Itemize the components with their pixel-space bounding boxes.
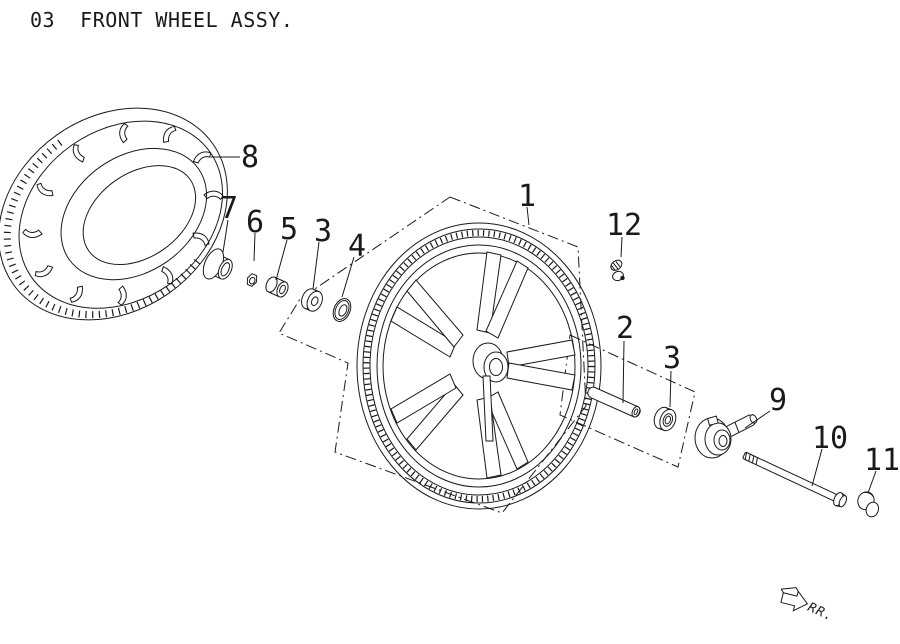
- axle-cap-nut: [857, 491, 880, 518]
- leader-9: [744, 410, 771, 429]
- leader-1: [526, 206, 530, 226]
- side-washer-left: [301, 288, 323, 312]
- bushing: [265, 276, 289, 298]
- callout-3-right: 3: [663, 341, 681, 376]
- callout-11: 11: [864, 443, 900, 478]
- leader-2: [622, 340, 625, 404]
- direction-marker-label: RR.: [805, 600, 835, 624]
- leader-7: [222, 219, 229, 253]
- axle-spacer-tube: [587, 386, 641, 418]
- leader-11: [867, 470, 877, 494]
- leader-3-right: [669, 370, 672, 408]
- callout-2: 2: [616, 311, 634, 346]
- valve-threads: [610, 260, 621, 271]
- callout-4: 4: [348, 229, 366, 264]
- callout-7: 7: [220, 191, 238, 226]
- callout-leaders: [211, 156, 877, 494]
- leader-6: [253, 232, 256, 262]
- front-axle-bolt: [742, 451, 848, 508]
- leader-12: [620, 236, 623, 258]
- leader-4: [341, 256, 355, 298]
- wheel-hub: [472, 342, 509, 442]
- callout-10: 10: [812, 421, 848, 456]
- callout-1: 1: [518, 179, 536, 214]
- callout-9: 9: [769, 383, 787, 418]
- hub-stem: [482, 375, 494, 442]
- callout-8: 8: [241, 140, 259, 175]
- rim-hatch: [363, 230, 595, 502]
- spacer-bounding-box: [559, 334, 696, 468]
- axle-collar: [202, 248, 233, 280]
- hex-nut: [246, 273, 258, 287]
- leader-5: [275, 239, 288, 281]
- tire: [0, 107, 228, 321]
- speedometer-drive: [694, 414, 758, 459]
- callout-5: 5: [280, 212, 298, 247]
- callout-12: 12: [606, 208, 642, 243]
- wheel-spokes: [390, 251, 576, 479]
- callout-6: 6: [246, 205, 264, 240]
- leader-3-left: [312, 241, 320, 290]
- valve-stem: [610, 259, 625, 282]
- page-title: 03 FRONT WHEEL ASSY.: [30, 8, 293, 32]
- tire-sidewall-hatch: [3, 136, 201, 319]
- oil-seal: [332, 298, 352, 322]
- wheel-rim: [356, 222, 602, 510]
- direction-marker: RR.: [780, 587, 836, 625]
- direction-arrow-icon: [780, 587, 809, 612]
- leader-10: [811, 448, 823, 487]
- axle-threads: [744, 451, 759, 466]
- side-washer-right: [653, 406, 677, 432]
- callout-3-left: 3: [314, 214, 332, 249]
